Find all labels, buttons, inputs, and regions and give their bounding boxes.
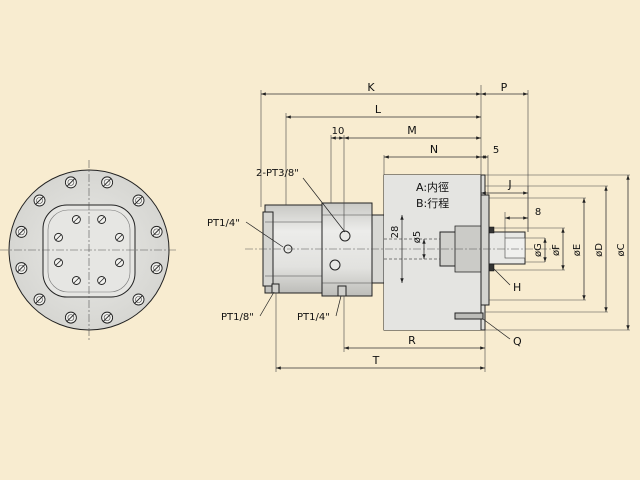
dim-phiE: øE (572, 244, 583, 256)
tapped-hole (71, 215, 81, 224)
dim-J: J (507, 178, 511, 191)
dim-5: 5 (493, 145, 499, 156)
tapped-hole (54, 232, 63, 242)
dim-phiD: øD (594, 243, 605, 257)
leaders (245, 177, 511, 340)
dim-phiC: øC (616, 243, 627, 256)
callout-2-pt38: 2-PT3/8" (256, 168, 299, 179)
legend-b: B:行程 (416, 197, 449, 210)
bolt-hole (150, 225, 163, 238)
dimension-lines (260, 85, 630, 372)
dim-28: 28 (390, 226, 401, 239)
dim-T: T (372, 354, 380, 367)
port-bottom-plug (337, 285, 347, 297)
dim-8: 8 (535, 207, 541, 218)
dim-phiG: øG (533, 243, 544, 257)
side-view (245, 174, 560, 331)
tapped-hole (115, 232, 124, 242)
port-hole-bottom (329, 259, 341, 271)
dim-phiF: øF (551, 244, 562, 256)
bolt-hole (150, 262, 163, 275)
bolt-holes (15, 176, 163, 324)
front-view (0, 160, 178, 342)
dim-phi5: ø5 (412, 231, 423, 243)
bolt-hole (132, 194, 145, 207)
labels: K P L 10 M N 5 J 8 R T 28 ø5 øG øF øE øD… (207, 81, 627, 367)
dim-N: N (430, 143, 438, 156)
port-left-plug (271, 283, 280, 294)
dim-M: M (407, 124, 417, 137)
callout-Q: Q (513, 335, 522, 348)
dim-P: P (501, 81, 508, 94)
right-face (480, 194, 490, 306)
dim-10: 10 (332, 126, 345, 137)
port-block (321, 202, 373, 297)
bolt-hole (132, 293, 145, 306)
port-hole-top (339, 230, 351, 242)
bolt-hole (101, 311, 114, 324)
tapped-hole (115, 258, 124, 268)
tapped-hole (97, 276, 107, 285)
callout-pt18: PT1/8" (221, 312, 254, 323)
bolt-hole (33, 194, 46, 207)
dim-K: K (367, 81, 375, 94)
tapped-hole (97, 215, 107, 224)
dim-L: L (375, 103, 382, 116)
callout-H: H (513, 281, 521, 294)
callout-pt14-left: PT1/4" (207, 218, 240, 229)
bolt-hole (64, 176, 77, 189)
bolt-hole (64, 311, 77, 324)
nose-inner (504, 237, 526, 259)
bolt-hole (33, 293, 46, 306)
bolt-hole (101, 176, 114, 189)
dim-R: R (408, 334, 416, 347)
tapped-holes (54, 215, 124, 285)
bolt-hole (15, 225, 28, 238)
tapped-hole (71, 276, 81, 285)
q-bolt (454, 312, 484, 320)
callout-pt14-bottom: PT1/4" (297, 312, 330, 323)
legend-a: A:内徑 (416, 180, 449, 194)
tapped-hole (54, 258, 63, 268)
bolt-hole (15, 262, 28, 275)
